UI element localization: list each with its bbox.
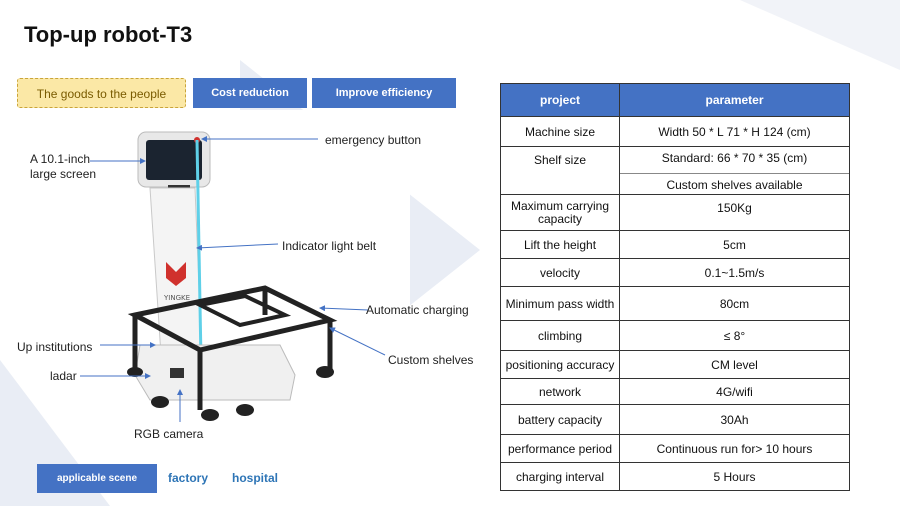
callout-custom-shelves: Custom shelves [388,353,474,367]
row-parameter: CM level [619,350,850,379]
row-parameter: ≤ 8° [619,320,850,351]
table-row: battery capacity 30Ah [500,404,850,435]
callout-up-institutions: Up institutions [17,340,93,354]
callout-screen: A 10.1-inch large screen [30,152,97,181]
table-row: positioning accuracy CM level [500,350,850,379]
row-project: Minimum pass width [500,286,620,321]
callout-ladar: ladar [50,369,77,383]
tab-goods-to-people[interactable]: The goods to the people [17,78,186,108]
table-row: climbing ≤ 8° [500,320,850,351]
table-row: Minimum pass width 80cm [500,286,850,321]
row-parameter: Continuous run for> 10 hours [619,434,850,463]
table-row: performance period Continuous run for> 1… [500,434,850,463]
row-parameter: 150Kg [619,194,850,231]
table-row: Shelf size Standard: 66 * 70 * 35 (cm) C… [500,146,850,195]
row-parameter: 5 Hours [619,462,850,491]
row-parameter: 5cm [619,230,850,259]
row-parameter: Standard: 66 * 70 * 35 (cm) [661,151,808,165]
row-parameter: Width 50 * L 71 * H 124 (cm) [619,116,850,147]
header-parameter: parameter [619,83,850,117]
row-project: performance period [500,434,620,463]
row-parameter-cell: Standard: 66 * 70 * 35 (cm) Custom shelv… [619,146,850,195]
spec-table: project parameter Machine size Width 50 … [500,83,850,491]
robot-brand-text: YINGKE [163,294,190,302]
scene-link-hospital[interactable]: hospital [232,471,279,485]
row-project: network [500,378,620,405]
row-project: Shelf size [500,146,620,195]
header-project: project [500,83,620,117]
callout-rgb-camera: RGB camera [134,427,204,441]
tab-cost-reduction[interactable]: Cost reduction [193,78,307,108]
row-project: Lift the height [500,230,620,259]
tab-improve-efficiency[interactable]: Improve efficiency [312,78,456,108]
table-row: velocity 0.1~1.5m/s [500,258,850,287]
callout-emergency-button: emergency button [325,133,422,147]
row-parameter: 80cm [619,286,850,321]
row-project: Maximum carrying capacity [500,194,620,231]
callout-light-belt: Indicator light belt [282,239,377,253]
table-row: Lift the height 5cm [500,230,850,259]
row-parameter: 4G/wifi [619,378,850,405]
table-row: network 4G/wifi [500,378,850,405]
robot-illustration: YINGKE [80,110,410,440]
row-project: battery capacity [500,404,620,435]
row-project: positioning accuracy [500,350,620,379]
callout-automatic-charging: Automatic charging [366,303,469,317]
row-parameter-extra: Custom shelves available [620,173,849,194]
row-project: Machine size [500,116,620,147]
table-row: Maximum carrying capacity 150Kg [500,194,850,231]
applicable-scene-button[interactable]: applicable scene [37,464,157,493]
page-title: Top-up robot-T3 [24,22,193,47]
table-row: Machine size Width 50 * L 71 * H 124 (cm… [500,116,850,147]
row-project: velocity [500,258,620,287]
row-parameter: 0.1~1.5m/s [619,258,850,287]
row-parameter: 30Ah [619,404,850,435]
table-row: charging interval 5 Hours [500,462,850,491]
row-project: charging interval [500,462,620,491]
scene-link-factory[interactable]: factory [168,471,209,485]
row-project: climbing [500,320,620,351]
